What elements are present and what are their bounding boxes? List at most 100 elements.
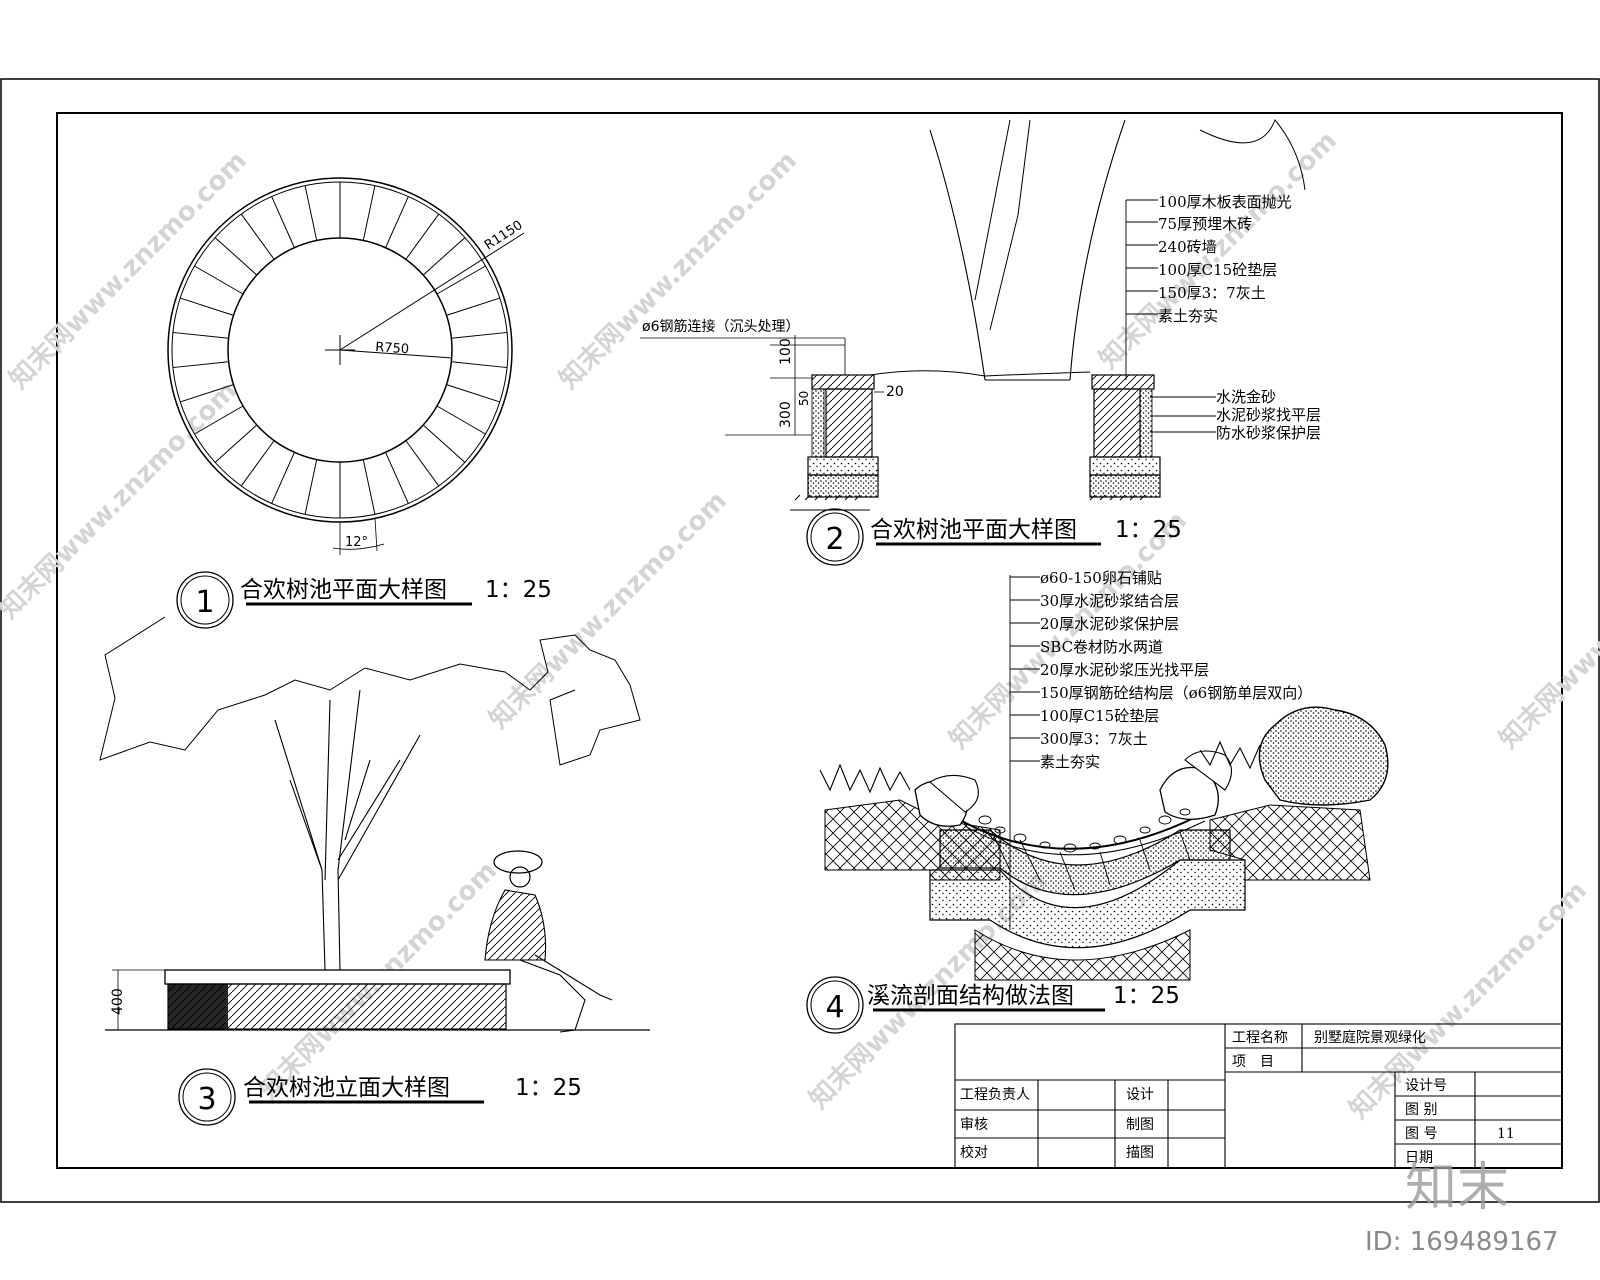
- pool-segment-line: [214, 237, 258, 276]
- drawing-2-title: 合欢树池平面大样图: [870, 517, 1077, 543]
- review-label: 审核: [960, 1117, 988, 1133]
- stream-layer-label: SBC卷材防水两道: [1040, 638, 1163, 656]
- pool-segment-line: [180, 297, 234, 316]
- pool-segment-line: [446, 297, 500, 316]
- watermark: 知末网www.znzmo.com: [4, 146, 253, 395]
- layer-label: 素土夯实: [1158, 307, 1218, 325]
- pool-segment-line: [385, 196, 409, 248]
- pool-segment-line: [362, 459, 376, 515]
- dim-100: 100: [778, 338, 794, 365]
- pool-segment-line: [172, 331, 229, 339]
- watermark: 知末网www.znzmo.com: [484, 486, 733, 735]
- pool-segment-line: [304, 185, 318, 241]
- drawing-3-elevation: 400 3 合欢树池立面大样图 1：25: [99, 616, 650, 1126]
- r-outer-label: R1150: [482, 218, 525, 254]
- drawing-2-section: 100 300 50 20 ø6钢筋连接（沉头处理） 100厚木板表面抛光 75…: [640, 119, 1321, 566]
- outer-border: [0, 78, 1600, 1203]
- rebar-note: ø6钢筋连接（沉头处理）: [642, 318, 799, 335]
- item-label: 项 目: [1232, 1054, 1274, 1070]
- pool-segment-line: [405, 440, 440, 487]
- check-label: 校对: [960, 1144, 988, 1161]
- sheet-no-value: 11: [1497, 1126, 1515, 1142]
- brand-logo: 知末: [1405, 1158, 1509, 1218]
- watermark: 知末网www.znzmo.com: [1344, 876, 1593, 1125]
- project-name-value: 别墅庭院景观绿化: [1314, 1029, 1426, 1046]
- angle-label: 12°: [345, 535, 368, 550]
- watermark: 知末网www.znzmo.com: [554, 146, 803, 395]
- drawing-1-scale: 1：25: [485, 577, 552, 603]
- watermark: 知末网www.znzmo.com: [1094, 126, 1343, 375]
- stream-layer-label: ø60-150卵石铺贴: [1040, 569, 1162, 587]
- layer-label: 100厚木板表面抛光: [1158, 193, 1292, 211]
- pool-segment-line: [451, 331, 508, 339]
- stream-layer-label: 20厚水泥砂浆保护层: [1040, 615, 1179, 633]
- stream-layer-label: 300厚3：7灰土: [1040, 730, 1148, 748]
- pool-segment-line: [240, 440, 275, 487]
- side-layer-label: 水泥砂浆找平层: [1216, 406, 1321, 424]
- drawing-3-title: 合欢树池立面大样图: [243, 1075, 450, 1101]
- pool-segment-line: [436, 405, 486, 435]
- drawing-2-number: 2: [825, 522, 844, 557]
- pool-segment-line: [194, 265, 244, 295]
- pool-segment-line: [385, 452, 409, 504]
- pool-segment-line: [214, 424, 258, 463]
- drawing-4-scale: 1：25: [1113, 983, 1180, 1009]
- stream-layer-label: 150厚钢筋砼结构层（ø6钢筋单层双向）: [1040, 684, 1312, 702]
- drawing-1-badge: [176, 571, 234, 629]
- pool-segment-line: [304, 459, 318, 515]
- pool-segment-line: [436, 265, 486, 295]
- project-name-label: 工程名称: [1232, 1030, 1288, 1046]
- stream-layer-label: 20厚水泥砂浆压光找平层: [1040, 661, 1209, 679]
- drawing-4-title: 溪流剖面结构做法图: [867, 983, 1074, 1009]
- pool-segment-line: [446, 384, 500, 403]
- date-label: 日期: [1405, 1150, 1433, 1166]
- lead-label: 工程负责人: [960, 1087, 1030, 1103]
- pool-segment-line: [422, 237, 466, 276]
- drawing-3-scale: 1：25: [515, 1075, 582, 1101]
- drawing-2-scale: 1：25: [1115, 517, 1182, 543]
- side-layer-label: 水洗金砂: [1216, 388, 1276, 406]
- title-block: [954, 1023, 1563, 1169]
- pool-segment-line: [362, 185, 376, 241]
- dim-20: 20: [886, 384, 904, 400]
- pool-segment-line: [172, 361, 229, 369]
- pool-segment-line: [240, 213, 275, 260]
- design-label: 设计: [1126, 1087, 1154, 1103]
- stream-layer-label: 100厚C15砼垫层: [1040, 707, 1159, 725]
- dim-300: 300: [778, 401, 794, 428]
- dim-50: 50: [797, 391, 811, 406]
- category-label: 图 别: [1405, 1102, 1437, 1118]
- drawing-2-badge: [806, 508, 864, 566]
- layer-label: 240砖墙: [1158, 238, 1217, 256]
- image-id: ID: 169489167: [1365, 1227, 1559, 1257]
- drawing-4-number: 4: [825, 990, 844, 1025]
- pool-segment-line: [180, 384, 234, 403]
- r-inner-label: R750: [375, 340, 410, 357]
- sheet-no-label: 图 号: [1405, 1126, 1437, 1142]
- drawing-4-badge: [806, 976, 864, 1034]
- stream-layer-label: 素土夯实: [1040, 753, 1100, 771]
- watermark: 知末网www.znzmo.com: [1494, 506, 1600, 755]
- pool-segment-line: [271, 452, 295, 504]
- drawing-3-badge: [178, 1068, 236, 1126]
- inner-border: [56, 112, 1563, 1169]
- pool-segment-line: [271, 196, 295, 248]
- pool-segment-line: [422, 424, 466, 463]
- layer-label: 150厚3：7灰土: [1158, 284, 1266, 302]
- drawing-1-number: 1: [195, 585, 214, 620]
- layer-label: 100厚C15砼垫层: [1158, 261, 1277, 279]
- dim-400: 400: [110, 988, 126, 1015]
- side-layer-label: 防水砂浆保护层: [1216, 424, 1321, 442]
- draw-label: 制图: [1126, 1117, 1154, 1133]
- title-block-text: 工程名称 别墅庭院景观绿化 项 目 工程负责人 设计 审核 制图 校对 描图 设…: [960, 1029, 1515, 1166]
- drawing-1-plan: R1150 R750 12° 1 合欢树池平面大样图 1：25: [167, 177, 552, 629]
- drawing-4-stream-section: ø60-150卵石铺贴 30厚水泥砂浆结合层 20厚水泥砂浆保护层 SBC卷材防…: [806, 569, 1389, 1034]
- stream-layer-label: 30厚水泥砂浆结合层: [1040, 592, 1179, 610]
- layer-label: 75厚预埋木砖: [1158, 215, 1252, 233]
- drawing-1-title: 合欢树池平面大样图: [240, 577, 447, 603]
- design-no-label: 设计号: [1405, 1078, 1447, 1094]
- trace-label: 描图: [1126, 1145, 1154, 1161]
- pool-segment-line: [405, 213, 440, 260]
- drawing-3-number: 3: [197, 1082, 216, 1117]
